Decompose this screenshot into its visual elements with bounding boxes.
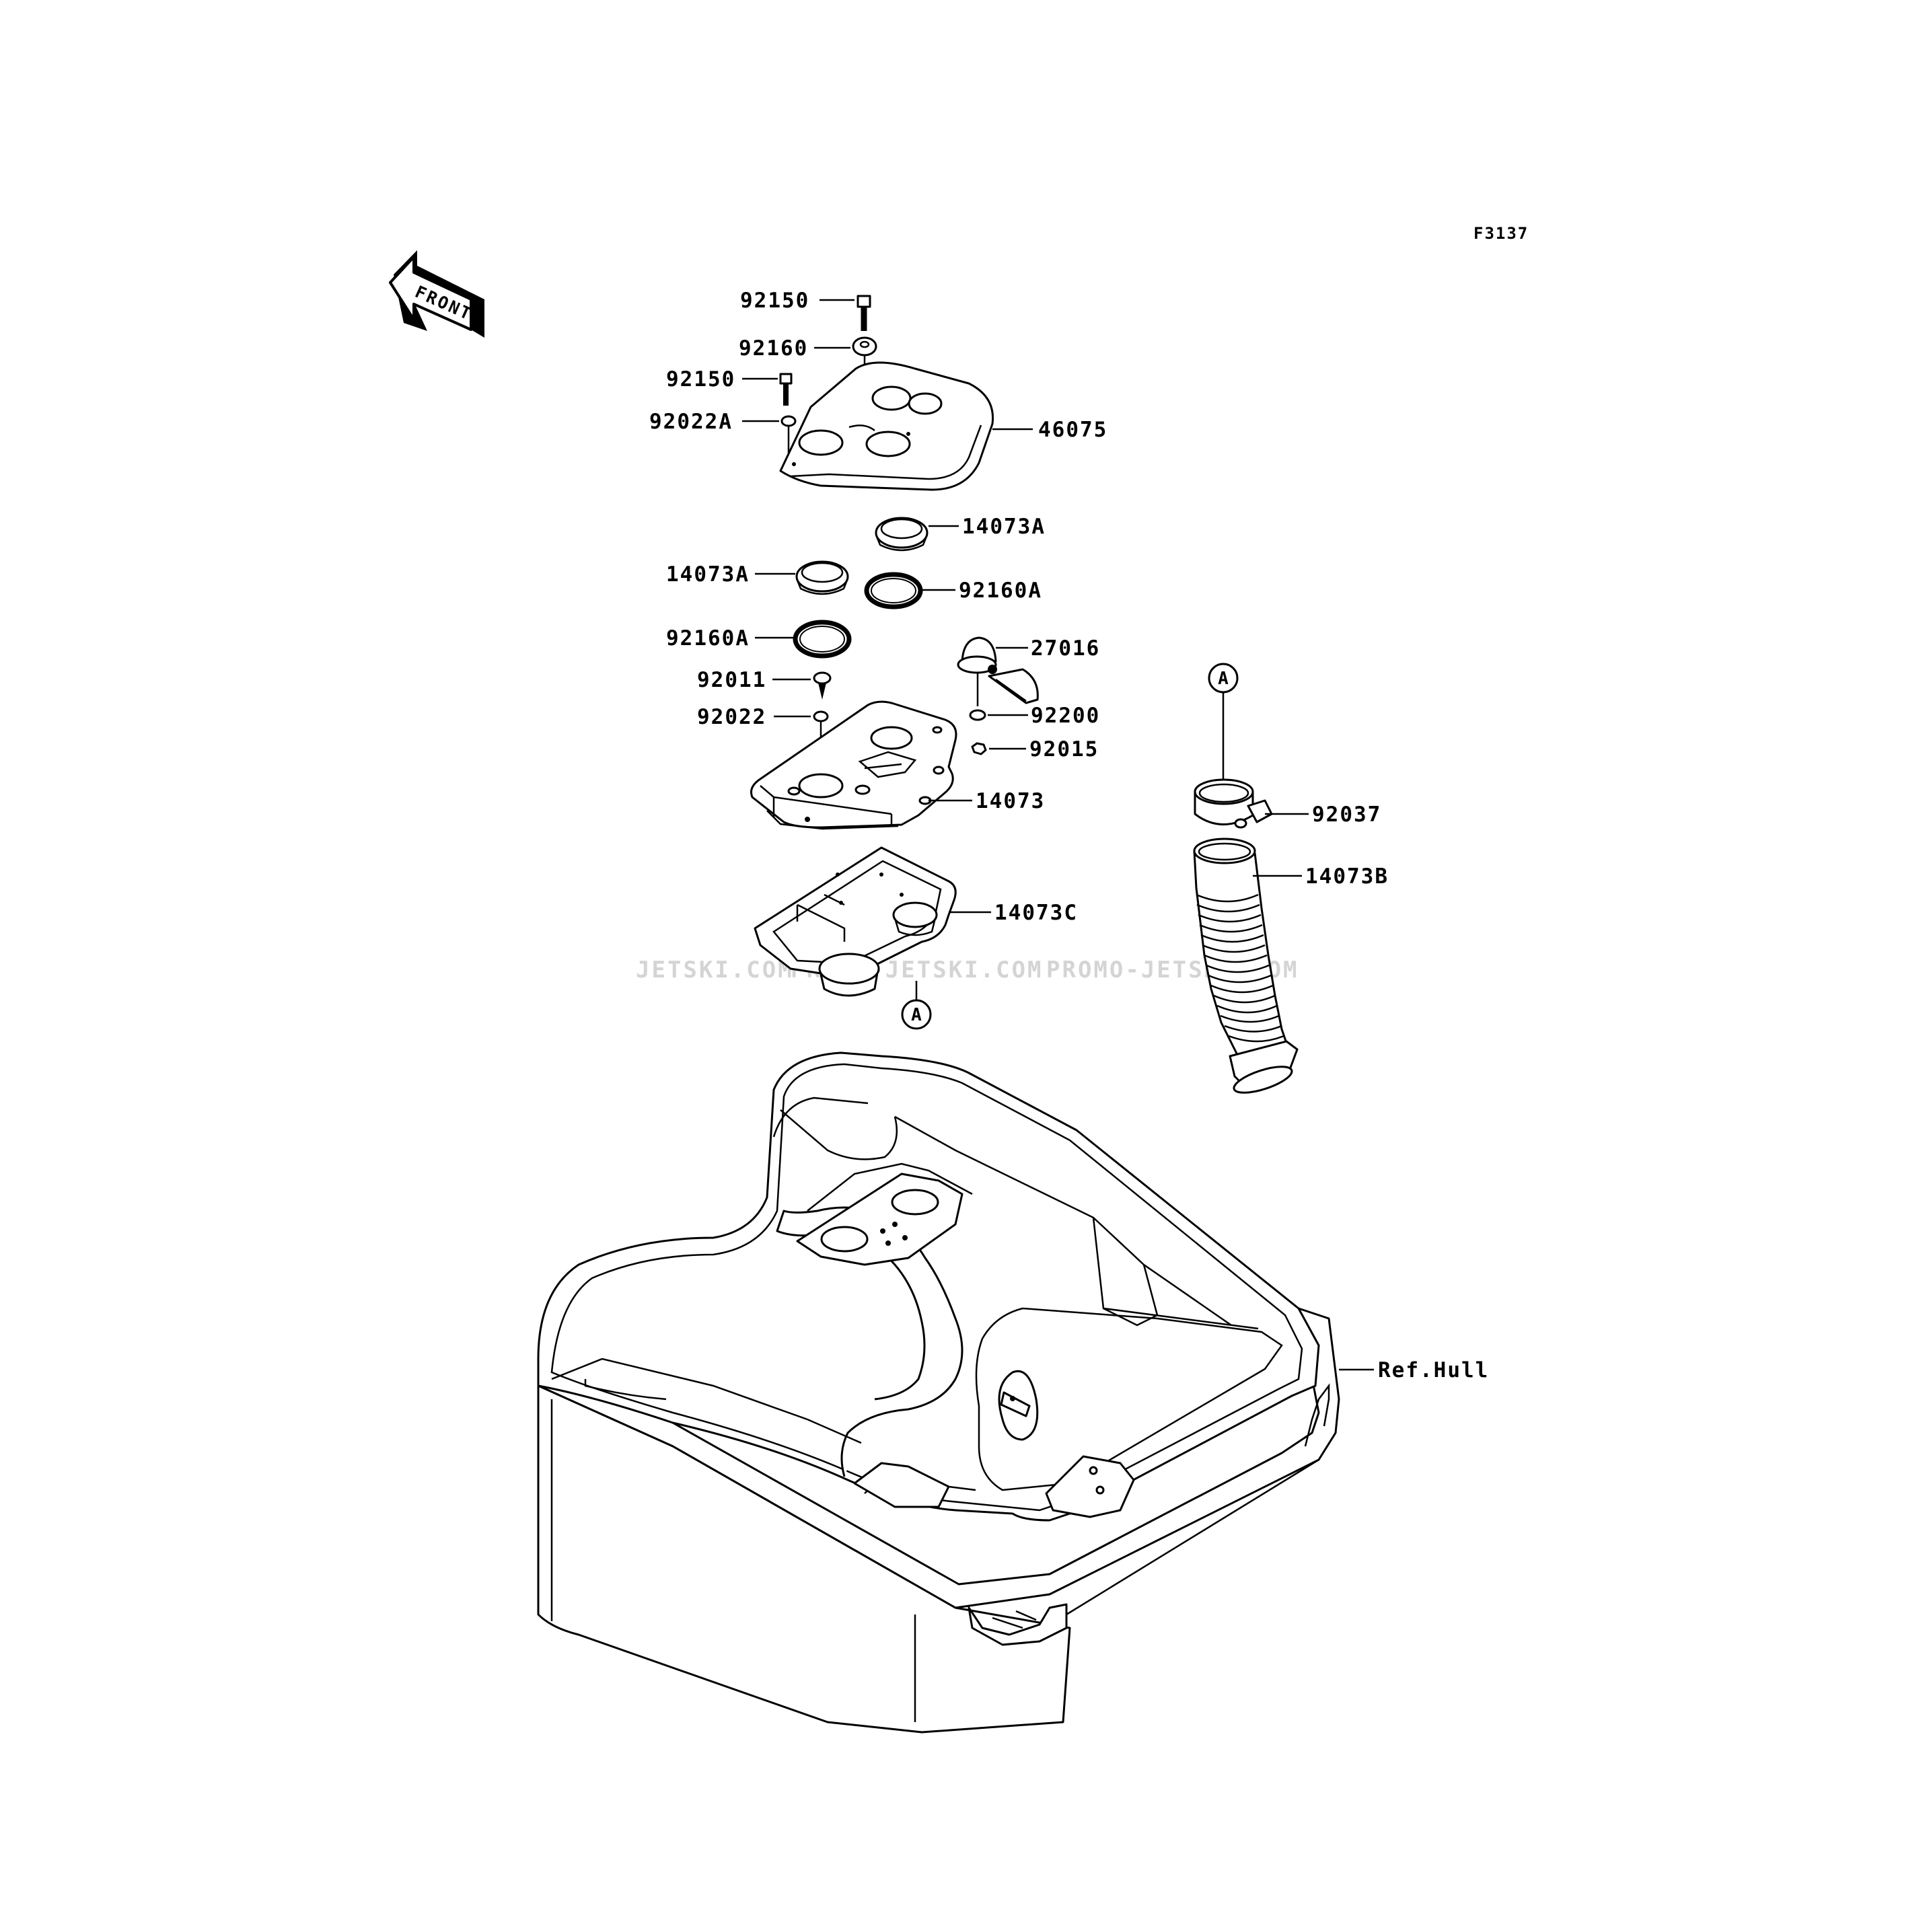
part-92150-top — [857, 295, 871, 331]
label-ref-hull: Ref.Hull — [1378, 1358, 1489, 1382]
label-92022A: 92022A — [649, 410, 733, 434]
label-14073C: 14073C — [994, 901, 1078, 925]
part-27016 — [957, 636, 1039, 704]
part-14073 — [750, 700, 957, 830]
label-92022: 92022 — [697, 705, 766, 729]
part-14073B — [1193, 838, 1299, 1094]
part-92015 — [971, 742, 987, 755]
label-92037: 92037 — [1312, 803, 1381, 827]
label-92150-top: 92150 — [740, 289, 809, 313]
callout-a-base — [901, 999, 932, 1030]
part-92160A-right — [864, 572, 923, 609]
watermark-segment-1: JETSKI.COM — [636, 957, 794, 983]
label-14073A-left: 14073A — [666, 562, 750, 587]
part-92150-left — [779, 373, 793, 406]
part-14073A-right — [875, 517, 929, 552]
front-arrow-icon: FRONT — [389, 250, 484, 338]
callout-a-base-letter: A — [911, 1005, 922, 1025]
part-92022 — [813, 710, 829, 740]
part-92037 — [1194, 778, 1273, 829]
label-14073: 14073 — [976, 789, 1045, 813]
part-46075 — [779, 361, 994, 491]
part-14073C — [754, 846, 957, 997]
label-27016: 27016 — [1031, 636, 1100, 661]
callout-a-clamp-letter: A — [1218, 669, 1229, 689]
label-92160: 92160 — [739, 336, 808, 361]
watermark: JETSKI.COM PROMO-JETSKI.COM PROMO-JETSKI… — [636, 957, 1297, 983]
label-92150-left: 92150 — [666, 367, 735, 392]
figure-code: F3137 — [1473, 224, 1529, 243]
part-14073A-left — [795, 560, 849, 595]
label-46075: 46075 — [1038, 418, 1107, 442]
label-92011: 92011 — [697, 668, 766, 692]
label-92200: 92200 — [1031, 704, 1100, 728]
label-92160A-left: 92160A — [666, 626, 750, 651]
label-14073A-right: 14073A — [962, 515, 1046, 539]
part-92011 — [813, 671, 832, 700]
part-92200 — [969, 673, 986, 721]
label-92160A-right: 92160A — [959, 579, 1042, 603]
label-92015: 92015 — [1029, 737, 1099, 761]
ref-hull — [537, 1051, 1340, 1734]
label-14073B: 14073B — [1305, 864, 1389, 889]
part-92160A-left — [793, 620, 852, 659]
